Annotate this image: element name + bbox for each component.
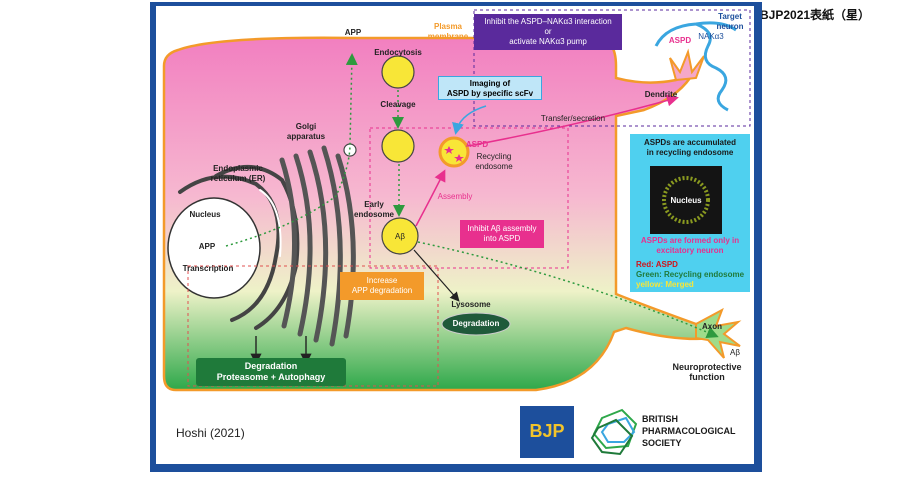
inset-title: ASPDs are accumulated in recycling endos…: [643, 138, 737, 157]
figure-panel: APP Plasma membrane Endocytosis Cleavage…: [156, 6, 754, 464]
abeta-axon-label: Aβ: [730, 348, 740, 357]
er-label: Endoplasmic reticulum (ER): [210, 164, 266, 183]
dendrite-branches: [669, 48, 705, 82]
imaging-arrow: [452, 105, 487, 135]
legend-red: Red: ASPD: [636, 260, 678, 269]
aspd-stars: [444, 146, 464, 162]
axon-label: Axon: [702, 322, 722, 331]
orange-strategy-box: Increase APP degradation: [340, 272, 424, 300]
legend-green: Green: Recycling endosome: [636, 270, 745, 279]
nucleus: [167, 197, 261, 299]
cleavage-vesicle: [381, 129, 415, 163]
degradation-bar-line1: Degradation: [244, 361, 298, 371]
endocytosis-label: Endocytosis: [374, 48, 422, 57]
target-region: [473, 9, 751, 127]
neuroprotective-label: Neuroprotective function: [672, 362, 742, 382]
bjp-logo-text: BJP: [529, 421, 565, 441]
degradation-bar: [196, 358, 346, 386]
aspd-target-label: ASPD: [668, 36, 692, 45]
transfer-label: Transfer/secretion: [540, 114, 606, 123]
bps-line2: PHARMACOLOGICAL: [642, 426, 736, 436]
golgi-label: Golgi apparatus: [286, 122, 326, 141]
recycling-endosome-label: Recycling endosome: [475, 152, 513, 171]
lysosome: [441, 312, 511, 336]
transcription-label: Transcription: [182, 264, 234, 273]
purple-strategy-box: Inhibit the ASPD–NAKα3 interaction or ac…: [474, 14, 622, 50]
inset-cell-ring: [662, 176, 710, 224]
abeta-label: Aβ: [395, 232, 405, 241]
bps-line3: SOCIETY: [642, 438, 682, 448]
recycling-region: [369, 127, 569, 269]
bjp-logo: [520, 406, 574, 458]
corner-label: BJP2021表紙（星）: [760, 8, 871, 22]
target-neuron-outline: [654, 21, 737, 112]
aspd-label: ASPD: [465, 140, 489, 149]
golgi-apparatus: [279, 145, 356, 347]
cleavage-label: Cleavage: [380, 100, 416, 109]
nak-label: NAKα3: [698, 32, 724, 41]
app-nucleus-label: APP: [198, 242, 216, 251]
assembly-arrow: [415, 169, 446, 227]
lysosome-arrow: [413, 249, 460, 302]
citation: Hoshi (2021): [176, 426, 245, 440]
legend-yellow: yellow: Merged: [636, 280, 694, 289]
degradation-arrows: [250, 336, 312, 365]
app-transport-path: [225, 53, 358, 247]
app-top-label: APP: [344, 28, 362, 37]
bps-logo-mark: [590, 408, 638, 456]
pink-strategy-box: Inhibit Aβ assembly into ASPD: [460, 220, 544, 248]
bps-line1: BRITISH: [642, 414, 678, 424]
inset-nucleus-label: Nucleus: [670, 196, 702, 205]
target-neuron-label: Target neuron: [716, 12, 744, 31]
cell-diagram: [162, 9, 751, 458]
early-endosome: [381, 217, 419, 255]
lysosome-degradation-label: Degradation: [452, 319, 500, 328]
inset-caption: ASPDs are formed only in excitatory neur…: [640, 236, 740, 255]
imaging-box: Imaging of ASPD by specific scFv: [438, 76, 542, 100]
axon-transport-path: [417, 241, 719, 338]
transfer-arrow: [467, 94, 679, 147]
plasma-membrane-label: Plasma membrane: [427, 22, 469, 41]
lysosome-label: Lysosome: [451, 300, 491, 309]
endocytosis-vesicle: [381, 55, 415, 89]
early-endosome-label: Early endosome: [354, 200, 395, 219]
degradation-bar-line2: Proteasome + Autophagy: [216, 372, 326, 382]
assembly-label: Assembly: [437, 192, 473, 201]
dendrite-label: Dendrite: [644, 90, 678, 99]
nucleus-label: Nucleus: [189, 210, 221, 219]
